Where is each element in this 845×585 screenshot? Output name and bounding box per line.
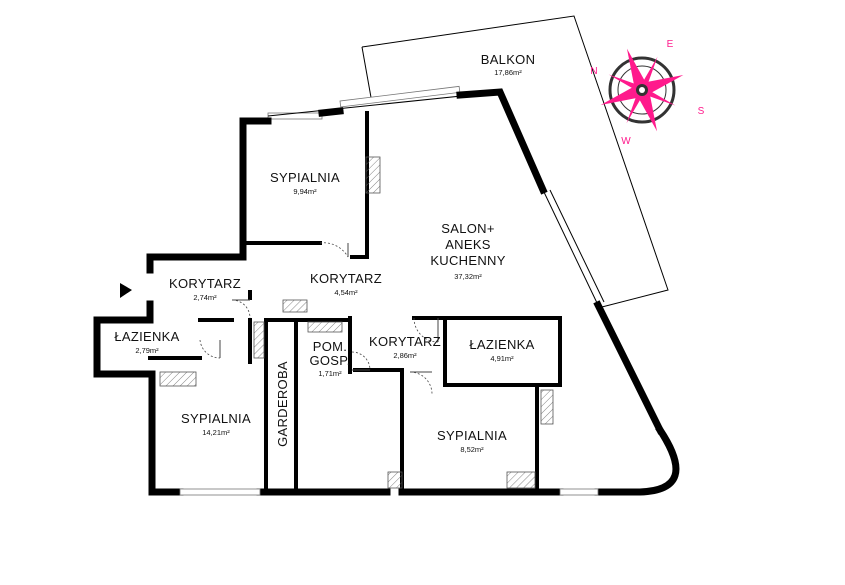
lazienka-2-label: ŁAZIENKA	[469, 337, 534, 352]
korytarz-3-area: 2,86m²	[393, 351, 417, 360]
sypialnia-1-area: 9,94m²	[293, 187, 317, 196]
compass-s: S	[698, 106, 705, 117]
compass-rose: N E S W	[590, 39, 705, 147]
room-labels: BALKON 17,86m² SYPIALNIA 9,94m² SALON+ A…	[114, 52, 535, 454]
ducts	[159, 156, 554, 489]
sypialnia-3-area: 8,52m²	[460, 445, 484, 454]
korytarz-1-label: KORYTARZ	[169, 276, 241, 291]
doors	[199, 242, 439, 395]
pom-gosp-label-2: GOSP.	[309, 353, 350, 368]
salon-area: 37,32m²	[454, 272, 482, 281]
exterior-walls	[93, 88, 680, 496]
compass-w: W	[621, 136, 631, 147]
sypialnia-2-area: 14,21m²	[202, 428, 230, 437]
korytarz-3-label: KORYTARZ	[369, 334, 441, 349]
lazienka-1-area: 2,79m²	[135, 346, 159, 355]
windows-bottom	[179, 189, 605, 496]
lazienka-1-label: ŁAZIENKA	[114, 329, 179, 344]
korytarz-2-label: KORYTARZ	[310, 271, 382, 286]
sypialnia-2-label: SYPIALNIA	[181, 411, 251, 426]
korytarz-1-area: 2,74m²	[193, 293, 217, 302]
compass-n: N	[590, 66, 597, 77]
balkon-label: BALKON	[481, 52, 536, 67]
salon-label-3: KUCHENNY	[430, 253, 505, 268]
entrance-arrow	[120, 283, 132, 298]
pom-gosp-label-1: POM.	[313, 339, 347, 354]
lazienka-2-area: 4,91m²	[490, 354, 514, 363]
balcony	[361, 15, 669, 309]
salon-label-1: SALON+	[441, 221, 494, 236]
balkon-area: 17,86m²	[494, 68, 522, 77]
sypialnia-1-label: SYPIALNIA	[270, 170, 340, 185]
korytarz-2-area: 4,54m²	[334, 288, 358, 297]
sypialnia-3-label: SYPIALNIA	[437, 428, 507, 443]
pom-gosp-area: 1,71m²	[318, 369, 342, 378]
garderoba-label: GARDEROBA	[275, 361, 290, 447]
compass-e: E	[667, 39, 674, 50]
salon-label-2: ANEKS	[445, 237, 491, 252]
